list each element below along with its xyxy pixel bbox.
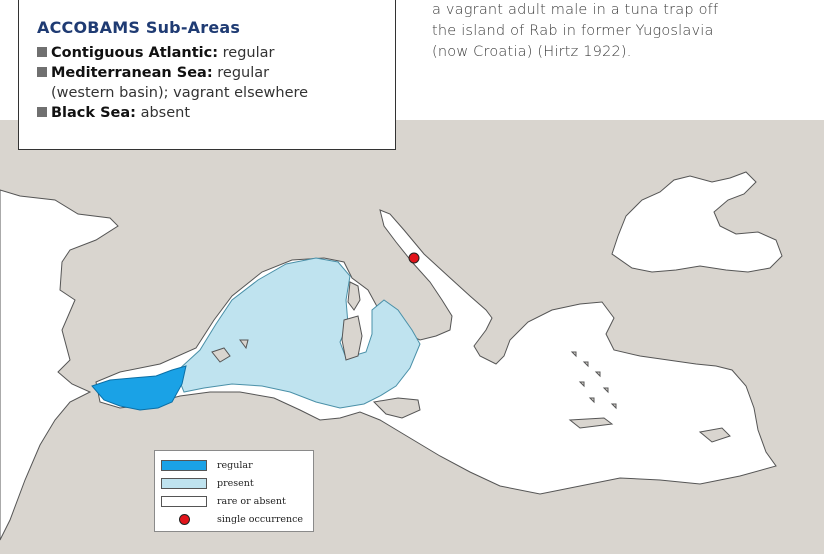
subarea-status-continuation: (western basin); vagrant elsewhere [51,85,309,101]
black-sea [611,171,783,273]
sardinia-island [341,315,363,361]
intro-line-3: (now Croatia) (Hirtz 1922). [432,44,632,60]
legend-label: rare or absent [217,495,286,507]
corsica-island [347,281,361,311]
subareas-box: ACCOBAMS Sub-Areas Contiguous Atlantic: … [18,0,396,150]
subareas-title: ACCOBAMS Sub-Areas [37,18,241,37]
regular-range [91,365,187,411]
cyprus-island [698,427,731,443]
legend-swatch-present [161,477,207,489]
subarea-status: regular [222,45,275,61]
intro-line-2: the island of Rab in former Yugoslavia [432,23,714,39]
subarea-mediterranean-sea: Mediterranean Sea: regular (western basi… [37,63,395,103]
intro-text: a vagrant adult male in a tuna trap off … [432,0,824,63]
legend-swatch-rare-or-absent [161,495,207,507]
legend-item-present: present [161,474,313,492]
intro-line-1: a vagrant adult male in a tuna trap off [432,2,719,18]
subarea-status: absent [140,105,191,121]
bullet-square-icon [37,67,47,77]
legend-item-single-occurrence: single occurrence [161,510,313,528]
legend-swatch-regular [161,459,207,471]
present-range [175,257,421,409]
subarea-name: Mediterranean Sea: [51,65,213,81]
legend-item-rare-or-absent: rare or absent [161,492,313,510]
legend-label: regular [217,459,253,471]
subarea-status: regular [217,65,270,81]
legend-label: present [217,477,254,489]
subarea-contiguous-atlantic: Contiguous Atlantic: regular [37,43,395,63]
balearic-islands [211,339,249,363]
bullet-square-icon [37,107,47,117]
crete-island [568,417,614,429]
legend-item-regular: regular [161,456,313,474]
legend-label: single occurrence [217,513,304,525]
atlantic-ocean [0,189,119,541]
legend-dot-single-occurrence [178,513,190,525]
bullet-square-icon [37,47,47,57]
sicily-island [372,397,421,419]
single-occurrence-marker [408,252,420,264]
aegean-islands [570,351,617,410]
subarea-black-sea: Black Sea: absent [37,103,395,123]
subarea-name: Black Sea: [51,105,136,121]
map-legend: regular present rare or absent single oc… [154,450,314,532]
subarea-name: Contiguous Atlantic: [51,45,219,61]
